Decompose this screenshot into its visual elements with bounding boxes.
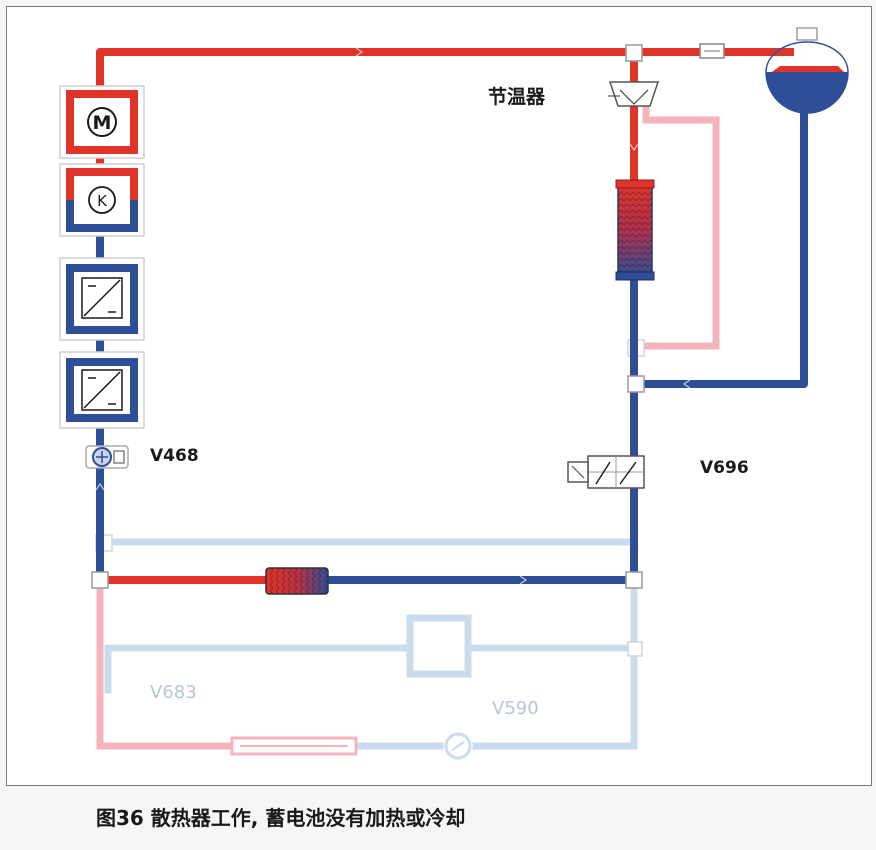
flow-arrow-return [682,379,691,389]
thermostat-valve [608,81,660,107]
t-junction-left-lower [91,571,109,589]
valve-v696 [567,455,645,489]
hot-pipe-top [96,48,794,104]
v468-label: V468 [150,446,199,466]
flow-arrow-left-up [95,482,105,491]
reservoir-filler-cap [796,27,818,41]
v696-label: V696 [700,458,749,478]
flow-arrow-top [355,47,364,57]
inactive-hot-bypass [642,104,720,350]
flow-arrows [95,47,691,585]
reservoir-outline [765,41,849,114]
t-junction-inactive-right [627,641,643,657]
expansion-reservoir [765,27,849,114]
t-junction-top [625,44,643,62]
coolant-circuit-diagram: M K [59,27,849,760]
reservoir-hot-cap [772,66,844,72]
v590-label: V590 [492,698,539,719]
figure-caption: 图36 散热器工作, 蓄电池没有加热或冷却 [96,806,466,830]
pump-v590-arrow [451,741,465,751]
cold-pipe-reservoir-return [644,108,808,388]
converter-diagonal-1 [83,279,121,317]
compressor-icon: K [97,192,108,210]
converter-diagonal-2 [83,371,121,409]
inactive-hot-pipe-left [96,584,236,750]
flow-arrow-bottom [519,575,528,585]
battery-module-box [406,614,472,678]
active-circuit-pipes [96,48,808,584]
radiator [615,179,655,281]
reservoir-cold-half [766,72,848,113]
compressor-housing-hot [66,168,138,200]
motor-icon-circle [87,107,117,137]
thermostat-label: 节温器 [488,86,546,108]
t-junction-reservoir [627,375,645,393]
compressor-icon-circle [88,186,116,214]
flow-arrow-radiator-down [629,143,639,152]
pump-v468-blades [96,451,108,463]
v683-label: V683 [150,682,197,703]
compressor-housing-cold [66,200,138,232]
motor-icon: M [93,112,112,134]
inactive-cold-loop [104,586,638,750]
t-junction-right-lower [625,571,643,589]
heat-exchanger [265,567,329,595]
pump-v468-connector [113,450,125,464]
